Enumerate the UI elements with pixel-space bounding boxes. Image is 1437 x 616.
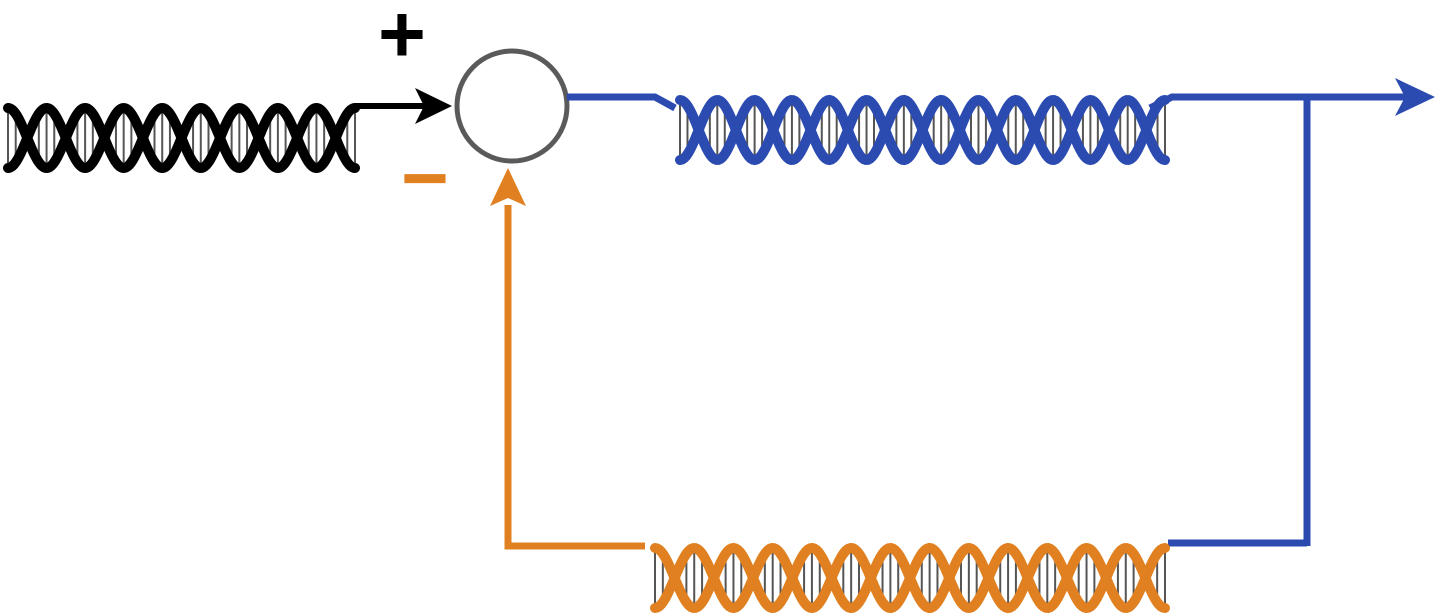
forward-path <box>567 78 1435 547</box>
plus-sign: + <box>378 0 426 80</box>
feedback-path <box>490 168 645 550</box>
dna-strand-b <box>675 94 1170 166</box>
dna-strand-b <box>3 102 360 174</box>
minus-sign: − <box>401 133 449 224</box>
input-arrow <box>355 88 452 124</box>
output-arrow-icon <box>1395 78 1435 116</box>
input-dna-helix-icon <box>3 102 360 174</box>
feedback-dna-helix-icon <box>650 542 1170 614</box>
forward-dna-helix-icon <box>675 94 1170 166</box>
feedback-arrow-icon <box>490 168 526 206</box>
summing-junction-icon <box>454 48 570 164</box>
dna-strand-b <box>650 542 1170 614</box>
